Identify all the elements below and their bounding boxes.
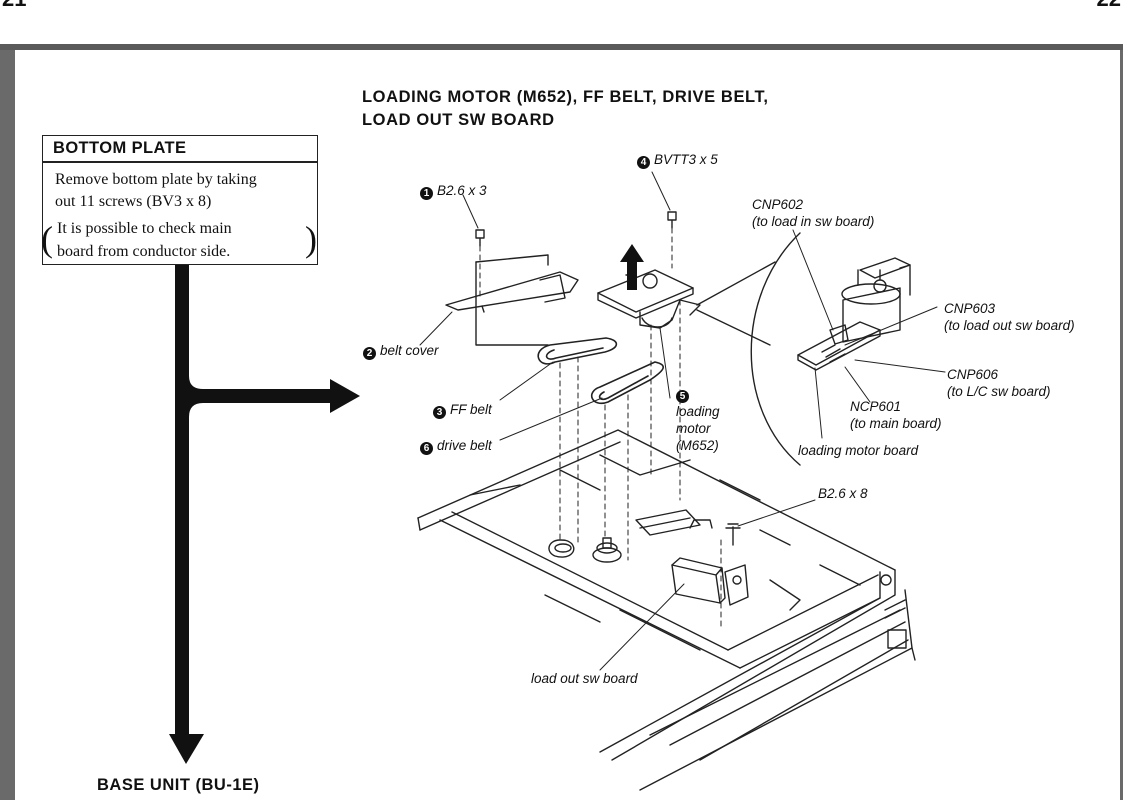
cnp602-desc: (to load in sw board) bbox=[752, 214, 875, 229]
bottom-plate-divider bbox=[43, 161, 317, 163]
leader-lines bbox=[419, 171, 946, 671]
step-number-4-icon: 4 bbox=[637, 156, 650, 169]
callout-ncp601: NCP601 (to main board) bbox=[850, 398, 942, 432]
base-unit-label: BASE UNIT (BU-1E) bbox=[97, 776, 260, 794]
load-out-sw-board-label: load out sw board bbox=[531, 671, 638, 686]
chassis-drawing bbox=[417, 429, 916, 791]
step-number-2-icon: 2 bbox=[363, 347, 376, 360]
belts-drawing bbox=[537, 337, 664, 405]
title-line-1: LOADING MOTOR (M652), FF BELT, DRIVE BEL… bbox=[362, 88, 769, 106]
bottom-plate-line-2: out 11 screws (BV3 x 8) bbox=[55, 193, 212, 210]
flow-branch bbox=[189, 376, 330, 417]
note-close-paren-icon: ) bbox=[305, 219, 317, 259]
exploded-parts-drawing bbox=[445, 211, 701, 346]
callout-step4: 4 BVTT3 x 5 bbox=[637, 152, 718, 169]
step-number-1-icon: 1 bbox=[420, 187, 433, 200]
callout-cnp602: CNP602 (to load in sw board) bbox=[752, 196, 874, 230]
loading-motor-label-3: (M652) bbox=[676, 438, 719, 453]
belt-cover-label: belt cover bbox=[380, 343, 439, 358]
step-number-5-icon: 5 bbox=[676, 390, 689, 403]
page-left-edge bbox=[0, 50, 15, 800]
callout-step6: 6 drive belt bbox=[420, 438, 492, 455]
cnp603-desc: (to load out sw board) bbox=[944, 318, 1075, 333]
assembly-guide-lines bbox=[479, 227, 722, 631]
screw-bvtt3x5-label: BVTT3 x 5 bbox=[654, 152, 718, 167]
page-number-left: 21 bbox=[2, 0, 26, 12]
motor-inset-drawing bbox=[696, 232, 911, 466]
callout-cnp606: CNP606 (to L/C sw board) bbox=[947, 366, 1051, 400]
bottom-plate-box: BOTTOM PLATE Remove bottom plate by taki… bbox=[41, 135, 318, 265]
step-number-3-icon: 3 bbox=[433, 406, 446, 419]
loading-motor-board-label: loading motor board bbox=[798, 443, 919, 458]
bottom-plate-note-1: It is possible to check main bbox=[57, 220, 232, 237]
ncp601-label: NCP601 bbox=[850, 399, 902, 414]
bottom-plate-note-2: board from conductor side. bbox=[57, 243, 231, 260]
cnp606-desc: (to L/C sw board) bbox=[947, 384, 1051, 399]
callout-step3: 3 FF belt bbox=[433, 402, 492, 419]
cnp606-label: CNP606 bbox=[947, 367, 999, 382]
ff-belt-label: FF belt bbox=[450, 402, 492, 417]
flow-right-arrowhead bbox=[330, 379, 360, 413]
page-top-border bbox=[0, 44, 1123, 50]
loading-motor-label-2: motor bbox=[676, 421, 711, 436]
step-number-6-icon: 6 bbox=[420, 442, 433, 455]
section-title: LOADING MOTOR (M652), FF BELT, DRIVE BEL… bbox=[362, 86, 769, 132]
loading-motor-label-1: loading bbox=[676, 404, 720, 419]
cnp602-label: CNP602 bbox=[752, 197, 804, 212]
ncp601-desc: (to main board) bbox=[850, 416, 942, 431]
screw-b26x3-label: B2.6 x 3 bbox=[437, 183, 487, 198]
callout-step5: 5 loading motor (M652) bbox=[676, 385, 720, 454]
flow-vertical-shaft bbox=[175, 265, 189, 735]
page-number-right: 22 bbox=[1097, 0, 1121, 12]
bottom-plate-heading: BOTTOM PLATE bbox=[53, 139, 187, 157]
flow-down-arrowhead bbox=[169, 734, 204, 764]
drive-belt-label: drive belt bbox=[437, 438, 492, 453]
cnp603-label: CNP603 bbox=[944, 301, 996, 316]
callout-step1: 1 B2.6 x 3 bbox=[420, 183, 487, 200]
note-open-paren-icon: ( bbox=[41, 219, 53, 259]
screw-b26x8-label: B2.6 x 8 bbox=[818, 486, 868, 501]
callout-step2: 2 belt cover bbox=[363, 343, 439, 360]
title-line-2: LOAD OUT SW BOARD bbox=[362, 111, 555, 129]
bottom-plate-line-1: Remove bottom plate by taking bbox=[55, 171, 257, 188]
callout-cnp603: CNP603 (to load out sw board) bbox=[944, 300, 1075, 334]
page-right-edge bbox=[1120, 50, 1123, 800]
